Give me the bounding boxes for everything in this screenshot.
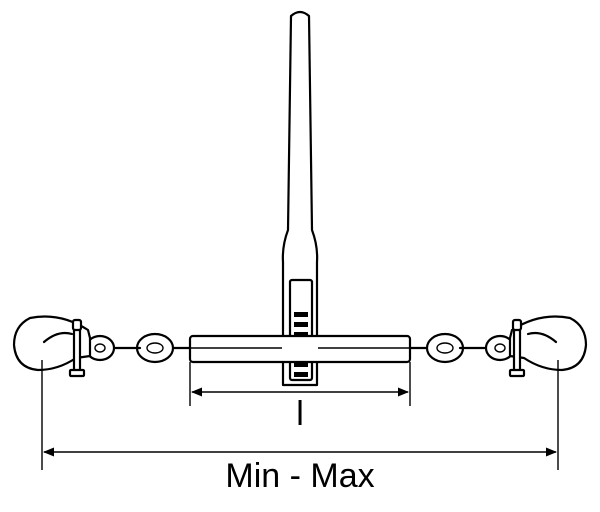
left-safety-latch [72, 326, 82, 374]
handle [281, 10, 319, 387]
barrel [188, 334, 412, 364]
inner-length-label: l [296, 395, 304, 433]
left-chain [84, 332, 192, 364]
overall-length-dimension [41, 360, 559, 470]
inner-length-dimension [189, 362, 411, 406]
right-chain [408, 332, 516, 364]
right-safety-latch [512, 326, 522, 374]
overall-length-label: Min - Max [225, 457, 375, 495]
left-grab-hook [12, 315, 92, 378]
right-grab-hook [508, 315, 588, 378]
